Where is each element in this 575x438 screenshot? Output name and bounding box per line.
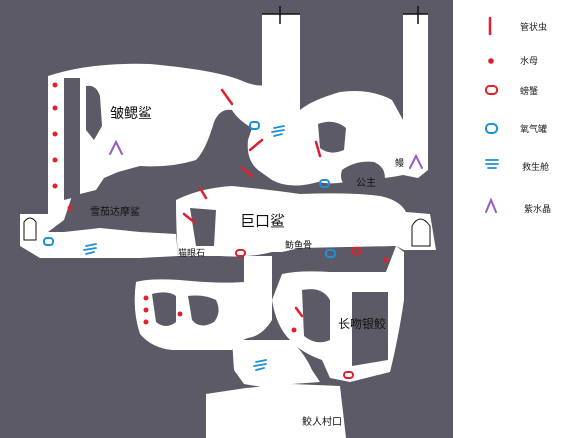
legend-label-amethyst: 紫水晶 [524,203,551,215]
label-cat-eye: 猫眼石 [178,247,205,259]
legend-label-oxygen-tank: 氧气罐 [520,123,547,135]
lifepod-icon [83,243,97,255]
jellyfish-icon [52,105,58,111]
lifepod-icon [253,359,267,371]
label-wobbegong: 皱鳃鲨 [110,106,152,122]
tube-worm-icon [294,306,304,318]
jellyfish-icon [52,82,58,88]
label-chimaera: 长吻银鲛 [338,316,386,331]
tube-worm-icon [198,186,208,200]
arch-marks [23,6,431,247]
jellyfish-icon [52,157,58,163]
tube-worm-icon [182,212,196,224]
lifepod-markers [83,125,285,371]
crab-icon [351,247,362,255]
tube-worm-markers [182,88,322,318]
tube-worm-icon [248,138,264,152]
label-cigar-shark: 雪茄达摩鲨 [90,205,140,218]
jellyfish-icon [177,311,183,317]
oxygen-tank-icon [249,121,260,130]
oxygen-tank-icon [319,179,330,188]
cave-rock-islands [64,78,388,366]
jellyfish-icon [143,307,149,313]
label-narrow: 鳗 [395,157,404,169]
jellyfish-markers [52,82,389,333]
jellyfish-icon [67,205,73,211]
label-megamouth: 巨口鲨 [240,212,285,230]
arch-right [411,218,431,247]
legend-label-crab: 螃蟹 [520,85,538,97]
legend-label-jellyfish: 水母 [520,55,538,67]
jellyfish-icon [143,319,149,325]
legend: 管状虫 水母 螃蟹 氧气罐 救生舱 紫水晶 [485,16,551,215]
amethyst-icon [409,153,423,169]
label-princess: 公主 [356,177,376,189]
tube-worm-icon [220,88,234,106]
crab-markers [235,247,362,379]
oxygen-tank-icon [43,237,54,246]
oxygen-tank-markers [43,121,336,258]
jellyfish-icon [143,295,149,301]
crab-icon [343,371,354,379]
lifepod-icon [485,159,499,169]
tube-worm-icon [240,166,254,178]
jellyfish-icon [52,183,58,189]
oxygen-tank-icon [485,123,498,134]
legend-label-lifepod: 救生舱 [522,161,549,173]
tube-worm-icon [314,140,322,158]
jellyfish-icon [52,131,58,137]
amethyst-icon [485,197,497,213]
jellyfish-icon [291,327,297,333]
jellyfish-icon [383,257,389,263]
lifepod-icon [271,125,285,137]
amethyst-markers [109,139,423,169]
label-merfolk-village: 鲛人村口 [302,415,342,428]
arch-left [23,217,37,241]
crab-icon [235,249,246,257]
amethyst-icon [109,139,123,155]
oxygen-tank-icon [325,249,336,258]
jellyfish-icon [488,58,494,64]
label-squid-bone: 鲂鱼骨 [285,239,312,251]
legend-label-tube-worm: 管状虫 [520,21,547,33]
crab-icon [485,85,498,95]
